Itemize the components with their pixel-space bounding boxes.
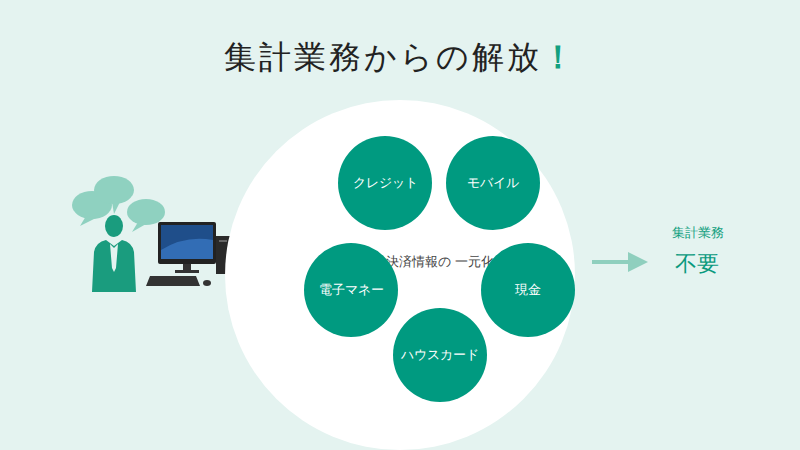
node-label: 電子マネー (308, 281, 394, 299)
payment-circle: ハウスカード (393, 308, 487, 402)
person-figure (92, 215, 136, 292)
payment-circle: 電子マネー (304, 243, 398, 337)
payment-circle: クレジット (338, 136, 432, 230)
title: 集計業務からの解放！ (0, 36, 800, 80)
result-label: 不要 (675, 249, 719, 279)
note-label: 集計業務 (672, 224, 724, 242)
computer (146, 222, 230, 286)
node-label: クレジット (342, 174, 428, 192)
payment-circle: 現金 (481, 243, 575, 337)
node-label: モバイル (450, 174, 536, 192)
node-label: 決済情報の 一元化 (385, 253, 495, 271)
outer-circle: 決済情報の 一元化 クレジット モバイル電子マネー 現金ハウスカード (225, 100, 575, 450)
result-arrow (592, 252, 648, 272)
payment-circle: モバイル (446, 136, 540, 230)
node-label: ハウスカード (397, 346, 483, 364)
node-label: 現金 (485, 281, 571, 299)
